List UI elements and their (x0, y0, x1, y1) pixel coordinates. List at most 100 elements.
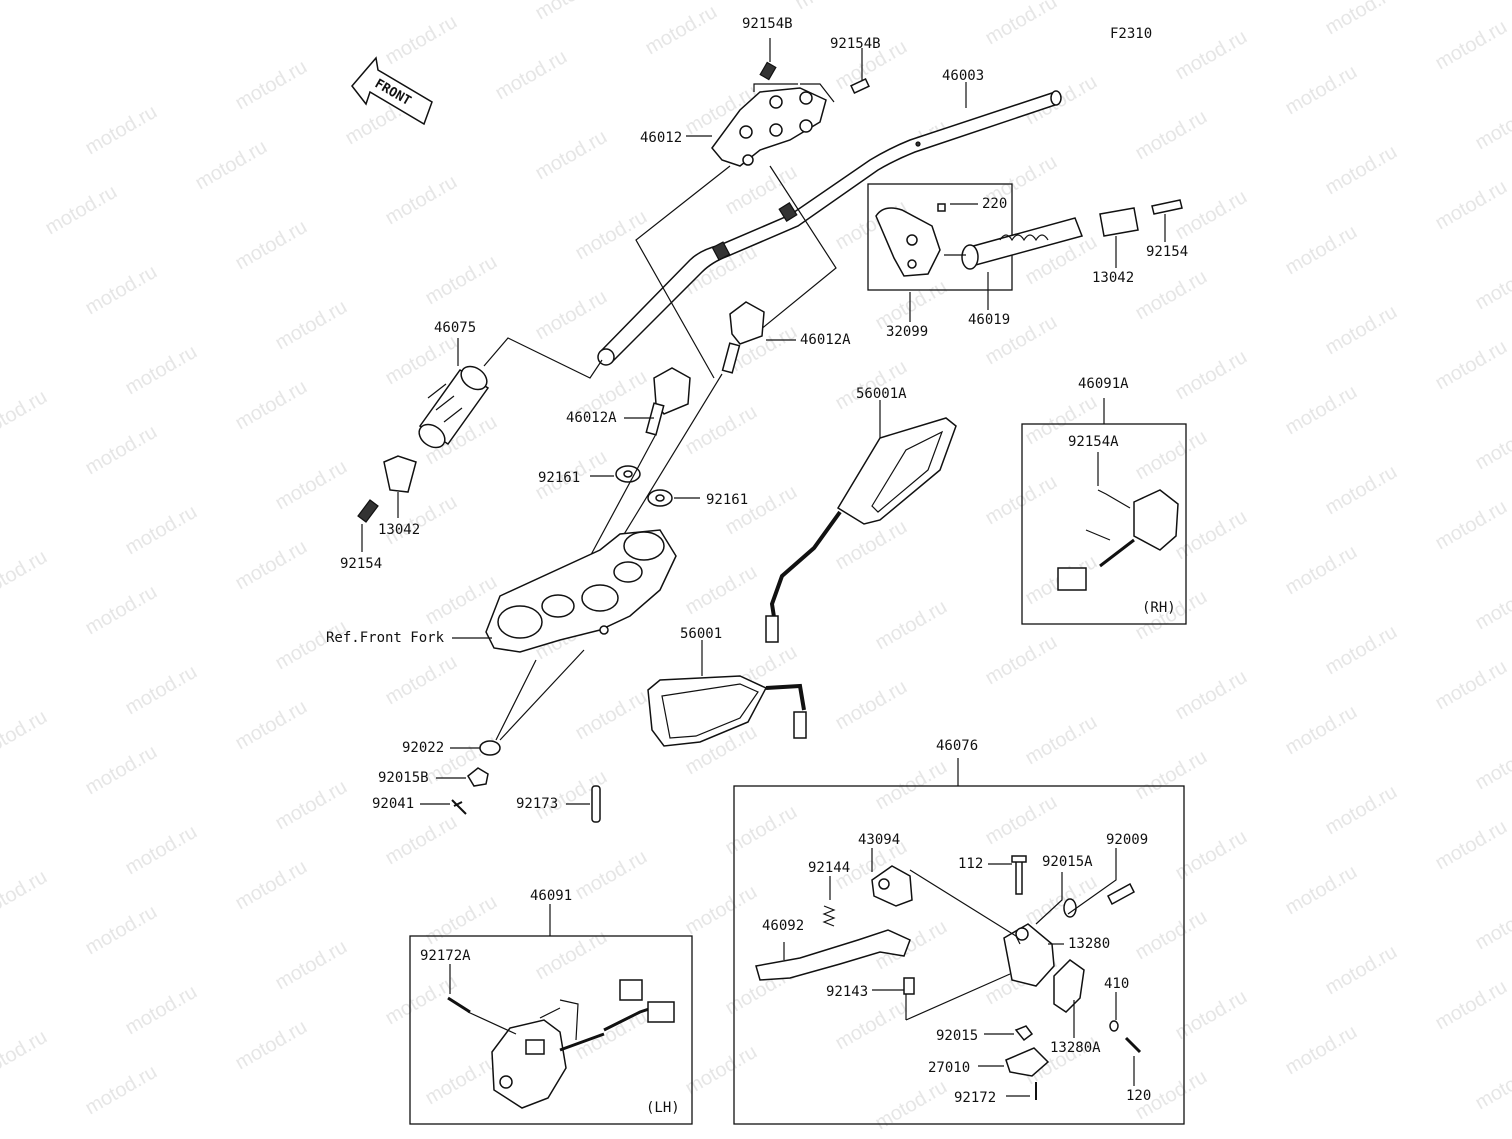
label-220: 220 (982, 196, 1007, 212)
watermark-text: motod.ru (682, 1041, 761, 1100)
watermark-text: motod.ru (1432, 656, 1511, 715)
watermark-text: motod.ru (1432, 336, 1511, 395)
label-92143: 92143 (826, 984, 868, 1000)
watermark-text: motod.ru (0, 866, 51, 925)
label-46075: 46075 (434, 320, 476, 336)
label-46003: 46003 (942, 68, 984, 84)
watermark-text: motod.ru (1472, 256, 1512, 315)
watermark-text: motod.ru (682, 401, 761, 460)
watermark-text: motod.ru (1432, 816, 1511, 875)
watermark-text: motod.ru (642, 1, 721, 60)
watermark-text: motod.ru (0, 1026, 51, 1085)
riser-left-part (646, 368, 690, 435)
washer-92161-right (648, 490, 672, 506)
watermark-text: motod.ru (1322, 0, 1401, 39)
watermark-text: motod.ru (82, 261, 161, 320)
rh-switch-part (1058, 490, 1178, 590)
watermark-text: motod.ru (1322, 621, 1401, 680)
watermark-text: motod.ru (1432, 496, 1511, 555)
label-92161-right: 92161 (706, 492, 748, 508)
watermark-text: motod.ru (422, 1051, 501, 1110)
watermark-text: motod.ru (872, 1076, 951, 1134)
watermark-text: motod.ru (682, 561, 761, 620)
figure-code: F2310 (1110, 26, 1152, 42)
label-13042-right: 13042 (1092, 270, 1134, 286)
watermark-text: motod.ru (832, 516, 911, 575)
watermark-text: motod.ru (272, 776, 351, 835)
label-56001A: 56001A (856, 386, 907, 402)
watermark-text: motod.ru (82, 421, 161, 480)
label-lh: (LH) (646, 1100, 680, 1116)
bolt-112 (1012, 856, 1026, 894)
label-92144: 92144 (808, 860, 850, 876)
label-92015: 92015 (936, 1028, 978, 1044)
watermark-text: motod.ru (382, 811, 461, 870)
watermark-text: motod.ru (872, 756, 951, 815)
watermark-text: motod.ru (1432, 16, 1511, 75)
watermark-text: motod.ru (272, 296, 351, 355)
label-46019: 46019 (968, 312, 1010, 328)
watermark-text: motod.ru (1322, 781, 1401, 840)
watermark-text: motod.ru (82, 1061, 161, 1120)
watermark-text: motod.ru (722, 481, 801, 540)
watermark-text: motod.ru (572, 846, 651, 905)
left-bar-end-bolt (358, 500, 378, 522)
label-92154-right: 92154 (1146, 244, 1188, 260)
watermark-text: motod.ru (1322, 941, 1401, 1000)
watermark-text: motod.ru (1132, 266, 1211, 325)
watermark-text: motod.ru (1432, 176, 1511, 235)
label-46091A: 46091A (1078, 376, 1129, 392)
washer-92161-left (616, 466, 640, 482)
watermark-text: motod.ru (232, 376, 311, 435)
watermark-text: motod.ru (82, 901, 161, 960)
washer-92022 (480, 741, 500, 755)
label-410: 410 (1104, 976, 1129, 992)
right-bar-end-bolt (1152, 200, 1182, 214)
watermark-text: motod.ru (532, 286, 611, 345)
watermark-text: motod.ru (982, 471, 1061, 530)
watermark-text: motod.ru (382, 331, 461, 390)
watermark-text: motod.ru (122, 981, 201, 1040)
label-92015A: 92015A (1042, 854, 1093, 870)
label-46012A-right: 46012A (800, 332, 851, 348)
watermark-text: motod.ru (982, 631, 1061, 690)
bolt-92009 (1108, 884, 1134, 904)
label-13042-left: 13042 (378, 522, 420, 538)
watermark-text: motod.ru (82, 741, 161, 800)
watermark-text: motod.ru (272, 456, 351, 515)
label-92161-left: 92161 (538, 470, 580, 486)
watermark-text: motod.ru (1282, 861, 1361, 920)
watermark-text: motod.ru (982, 791, 1061, 850)
watermark-text: motod.ru (1172, 26, 1251, 85)
label-92173: 92173 (516, 796, 558, 812)
watermark-text: motod.ru (382, 171, 461, 230)
watermark-text: motod.ru (1472, 736, 1512, 795)
nut-92015 (1016, 1026, 1032, 1040)
watermark-text: motod.ru (382, 11, 461, 70)
label-92009: 92009 (1106, 832, 1148, 848)
watermark-text: motod.ru (82, 581, 161, 640)
label-92172A: 92172A (420, 948, 471, 964)
watermark-text: motod.ru (1022, 711, 1101, 770)
watermark-text: motod.ru (1322, 141, 1401, 200)
watermark-text: motod.ru (82, 101, 161, 160)
label-120: 120 (1126, 1088, 1151, 1104)
watermark-text: motod.ru (192, 136, 271, 195)
watermark-text: motod.ru (382, 491, 461, 550)
watermark-text: motod.ru (122, 501, 201, 560)
watermark-text: motod.ru (1132, 746, 1211, 805)
watermark-text: motod.ru (532, 126, 611, 185)
spring-92144 (824, 906, 834, 926)
label-ref-front-fork: Ref.Front Fork (326, 630, 445, 646)
watermark-text: motod.ru (232, 856, 311, 915)
watermark-text: motod.ru (1132, 906, 1211, 965)
watermark-text: motod.ru (1472, 416, 1512, 475)
label-43094: 43094 (858, 832, 900, 848)
washer-92015A (1064, 899, 1076, 917)
throttle-housing-part (876, 204, 945, 276)
watermark-text: motod.ru (0, 386, 51, 445)
watermark-text: motod.ru (422, 571, 501, 630)
watermark-text: motod.ru (1472, 896, 1512, 955)
bushing-92143 (904, 978, 914, 994)
watermark-text: motod.ru (1432, 976, 1511, 1035)
